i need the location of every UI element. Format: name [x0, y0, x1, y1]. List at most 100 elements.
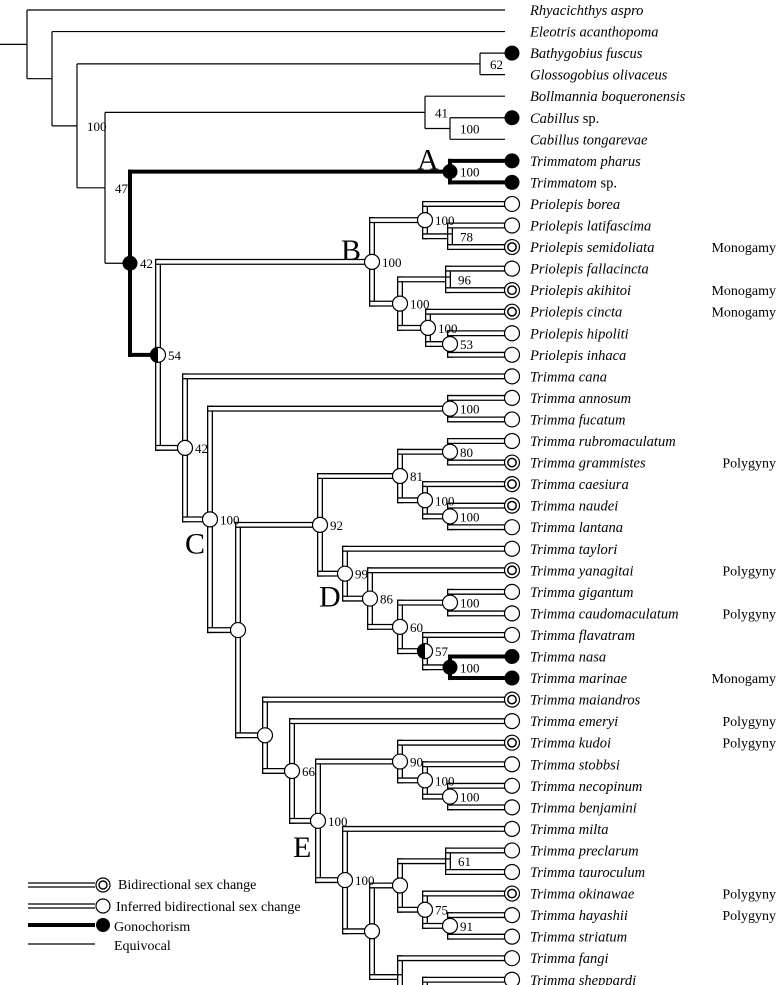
tip-marker-20 [503, 432, 521, 450]
tip-marker-33 [503, 713, 521, 730]
taxon-label: Trimma sheppardi [530, 973, 636, 985]
tip-marker-2 [504, 45, 520, 61]
legend-inferred-icon [95, 898, 111, 914]
node-marker-E [336, 871, 354, 889]
tree-labels: 1006247411004210054100100781009610053421… [87, 3, 776, 985]
support-value: 100 [435, 493, 455, 508]
tree-node-markers [122, 45, 521, 985]
node-marker-e7 [416, 901, 434, 918]
support-value: 42 [195, 441, 208, 456]
taxon-label: Trimma nasa [530, 650, 606, 666]
taxon-label: Trimmatom sp. [530, 175, 617, 191]
support-value: 66 [302, 764, 316, 779]
support-value: 100 [355, 873, 375, 888]
mating-system-label: Polygyny [722, 737, 776, 752]
tip-marker-23-inner [507, 500, 517, 511]
tip-marker-30 [504, 649, 520, 664]
mating-system-label: Polygyny [722, 888, 776, 903]
tip-marker-21-inner [507, 457, 517, 468]
clade-letter-e: E [293, 831, 311, 864]
tip-marker-37 [503, 799, 521, 816]
node-marker-d4-half [417, 643, 425, 659]
tip-marker-43 [503, 928, 521, 945]
clade-letter-a: A [417, 144, 439, 177]
taxon-label: Glossogobius olivaceus [530, 68, 668, 84]
mating-system-label: Monogamy [711, 672, 776, 687]
mating-system-label: Polygyny [722, 457, 776, 472]
support-value: 41 [435, 105, 448, 120]
node-marker-d1 [361, 590, 379, 607]
node-marker-e2 [416, 772, 434, 789]
node-marker-C [201, 511, 219, 528]
support-value: 100 [460, 402, 480, 417]
taxon-label: Trimma fucatum [530, 412, 625, 428]
support-value: 100 [435, 213, 455, 228]
taxon-label: Priolepis akihitoi [529, 283, 631, 299]
taxon-label: Cabillus tongarevae [530, 132, 648, 148]
taxon-label: Trimma okinawae [530, 887, 635, 903]
support-value: 100 [328, 814, 348, 829]
taxon-label: Trimma annosum [530, 391, 631, 407]
tip-marker-27 [503, 583, 521, 600]
support-value: 62 [490, 57, 503, 72]
support-value: 75 [435, 903, 448, 918]
node-marker-c10 [283, 762, 301, 780]
support-value: 60 [410, 620, 423, 635]
taxon-label: Priolepis semidoliata [529, 240, 654, 256]
tip-marker-40 [503, 863, 521, 881]
tip-marker-10 [503, 217, 521, 234]
node-marker-n5-half [150, 347, 158, 363]
support-value: 100 [460, 790, 480, 805]
node-marker-d2 [391, 618, 409, 635]
tip-marker-36 [503, 777, 521, 794]
support-value: 96 [458, 272, 472, 287]
taxon-label: Trimma gigantum [530, 585, 634, 601]
support-value: 99 [355, 567, 368, 582]
taxon-label: Trimma flavatram [530, 628, 635, 644]
taxon-label: Trimma striatum [530, 930, 627, 946]
taxon-label: Trimmatom pharus [530, 154, 641, 170]
tip-marker-28 [503, 605, 521, 622]
taxon-label: Trimma naudei [530, 499, 618, 515]
taxon-label: Trimma tauroculum [530, 865, 645, 881]
support-value: 100 [87, 119, 107, 134]
support-value: 100 [410, 297, 430, 312]
legend-bidirectional-inner-icon [98, 880, 108, 890]
tip-marker-24 [503, 519, 521, 536]
support-value: 86 [380, 592, 394, 607]
support-value: 53 [460, 337, 473, 352]
mating-system-label: Polygyny [722, 607, 776, 622]
support-value: 57 [435, 644, 449, 659]
support-value: 81 [410, 469, 423, 484]
taxon-label: Trimma stobbsi [530, 757, 620, 773]
taxon-label: Trimma caudomaculatum [530, 606, 679, 622]
support-value: 80 [460, 445, 473, 460]
legend-equivocal-label: Equivocal [114, 939, 171, 954]
node-marker-A [442, 164, 458, 180]
tip-marker-41-inner [507, 888, 517, 899]
taxon-label: Trimma benjamini [530, 800, 637, 816]
support-value: 42 [140, 256, 153, 271]
node-marker-c9 [256, 727, 274, 744]
tip-marker-22-inner [507, 479, 517, 490]
support-value: 61 [458, 854, 471, 869]
node-marker-n4 [122, 255, 138, 271]
node-marker-c4a [441, 443, 459, 460]
taxon-label: Priolepis fallacincta [529, 262, 649, 278]
tip-marker-17 [503, 368, 521, 385]
taxon-label: Priolepis hipoliti [529, 326, 629, 342]
node-marker-b2 [391, 295, 409, 312]
support-value: 92 [330, 518, 343, 533]
taxon-label: Trimma yanagitai [530, 563, 634, 579]
mating-system-label: Monogamy [711, 241, 776, 256]
tip-marker-13-inner [507, 285, 517, 296]
legend-gonochorism-icon [96, 918, 110, 932]
legend-gonochorism-label: Gonochorism [114, 920, 190, 935]
node-marker-B [363, 253, 381, 270]
support-value: 90 [410, 755, 423, 770]
taxon-label: Trimma necopinum [530, 779, 642, 795]
support-value: 100 [438, 321, 458, 336]
node-marker-e3 [441, 788, 459, 805]
clade-letter-c: C [185, 527, 205, 560]
